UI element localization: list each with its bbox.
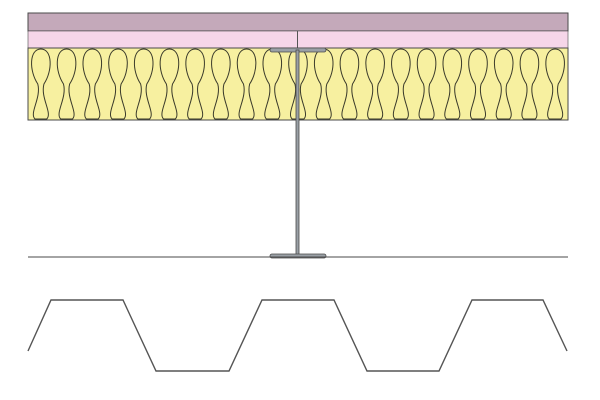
top-board-layer (27, 12, 569, 32)
insulation-loop (391, 48, 411, 120)
insulation-loop (236, 48, 257, 120)
insulation-loop (185, 48, 205, 120)
insulation-loop (31, 48, 51, 120)
insulation-loop (82, 48, 103, 120)
insulation-loop (442, 48, 463, 120)
i-beam (269, 47, 327, 259)
insulation-loop (56, 48, 77, 120)
insulation-loop (545, 48, 565, 120)
beam-web (295, 49, 300, 257)
insulation-loop (468, 48, 488, 120)
insulation-loop (133, 48, 154, 120)
insulation-loop (365, 48, 385, 120)
insulation-loop (416, 48, 437, 120)
trapezoidal-deck-profile (27, 299, 568, 372)
insulation-loop (519, 48, 540, 120)
insulation-loops (31, 48, 565, 120)
insulation-loop (262, 48, 283, 120)
insulation-loop (108, 48, 128, 120)
insulation-loop (339, 48, 360, 120)
insulation-loop (159, 48, 180, 120)
insulation-loop (313, 48, 334, 120)
insulation-loop (211, 48, 231, 120)
insulation-loop (493, 48, 514, 120)
